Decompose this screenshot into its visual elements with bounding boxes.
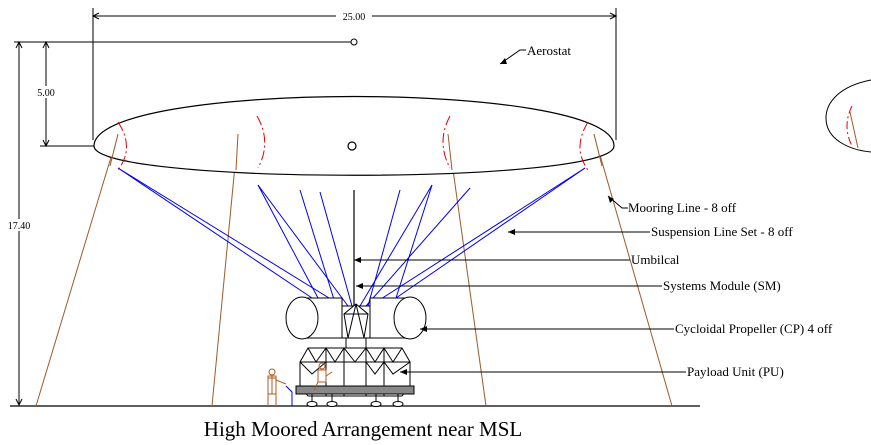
cycloidal-propeller-label: Cycloidal Propeller (CP) 4 off: [675, 321, 833, 336]
ground-cable: [285, 385, 293, 406]
callout-leaders: [354, 49, 686, 373]
mooring-line-label: Mooring Line - 8 off: [628, 200, 737, 215]
caption: High Moored Arrangement near MSL: [204, 417, 522, 441]
aerostat-nose-valve: [350, 38, 358, 46]
mooring-lines: [35, 133, 673, 407]
aerostat-label: Aerostat: [527, 43, 571, 58]
payload-unit-label: Payload Unit (PU): [687, 364, 784, 379]
payload-unit: [295, 347, 415, 407]
aerostat: [93, 38, 615, 176]
attachment-arcs: [117, 115, 589, 171]
systems-module: [285, 296, 427, 349]
human-figures: [267, 362, 333, 406]
suspension-line-label: Suspension Line Set - 8 off: [651, 224, 793, 239]
height-dimension-label: 5.00: [37, 88, 55, 99]
suspension-lines: [117, 167, 586, 307]
aerostat-center-valve: [347, 141, 357, 151]
aerostat-envelope: [93, 95, 615, 176]
partial-aerostat: [825, 79, 871, 153]
umbilical-label: Umbilcal: [631, 252, 680, 267]
width-dimension-label: 25.00: [343, 12, 366, 23]
total-height-dimension-label: 17.40: [8, 221, 31, 232]
systems-module-label: Systems Module (SM): [663, 278, 781, 293]
